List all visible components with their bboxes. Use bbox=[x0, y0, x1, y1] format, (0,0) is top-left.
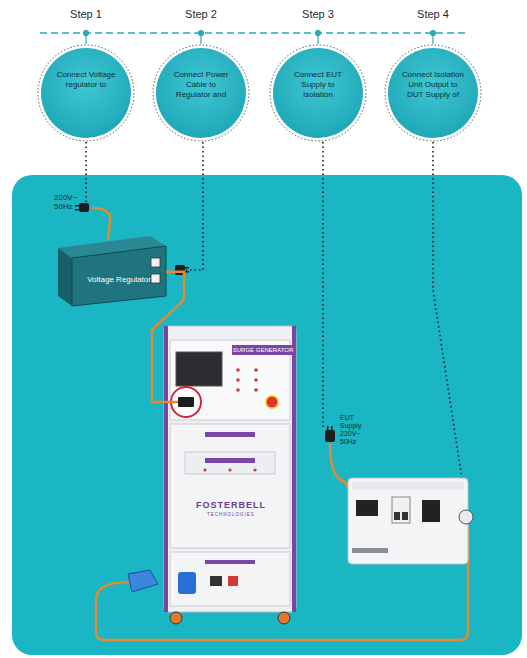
step-instruction: Connect Power Cable to Regulator and bbox=[170, 70, 232, 100]
step-instruction: Connect Voltage regulator to bbox=[55, 70, 117, 90]
step-circle: Step 3Connect EUT Supply to Isolation bbox=[273, 48, 363, 138]
step-heading: Step 1 bbox=[41, 8, 131, 20]
step-instruction: Connect EUT Supply to Isolation bbox=[287, 70, 349, 100]
brand-name: FOSTERBELL bbox=[186, 500, 276, 510]
surge-generator-cabinet bbox=[164, 326, 296, 624]
step-heading: Step 4 bbox=[388, 8, 478, 20]
voltage-regulator bbox=[58, 236, 166, 306]
step-circle: Step 1Connect Voltage regulator to bbox=[41, 48, 131, 138]
supply-rating: 220V~ 50Hz bbox=[54, 193, 84, 211]
isolation-unit bbox=[348, 478, 473, 564]
background-panel bbox=[12, 175, 522, 655]
step-heading: Step 2 bbox=[156, 8, 246, 20]
step-circle: Step 4Connect Isolation Unit Output to D… bbox=[388, 48, 478, 138]
circle-rings bbox=[38, 45, 481, 141]
brand-subtitle: TECHNOLOGIES bbox=[186, 512, 276, 517]
step-circle: Step 2Connect Power Cable to Regulator a… bbox=[156, 48, 246, 138]
timeline-ticks bbox=[84, 31, 436, 45]
surge-generator-box: SURGE GENERATOR bbox=[164, 326, 296, 612]
blue-connector bbox=[128, 570, 158, 592]
eut-supply-rating: EUT Supply 220V~ 50Hz bbox=[340, 414, 374, 446]
power-cable bbox=[152, 272, 184, 402]
device-name: Voltage Regulator bbox=[72, 275, 166, 284]
regulator-box: Voltage Regulator bbox=[72, 258, 166, 304]
step-heading: Step 3 bbox=[273, 8, 363, 20]
dashed-timeline bbox=[40, 32, 468, 34]
device-name: SURGE GENERATOR bbox=[232, 346, 294, 355]
step-instruction: Connect Isolation Unit Output to DUT Sup… bbox=[402, 70, 464, 100]
